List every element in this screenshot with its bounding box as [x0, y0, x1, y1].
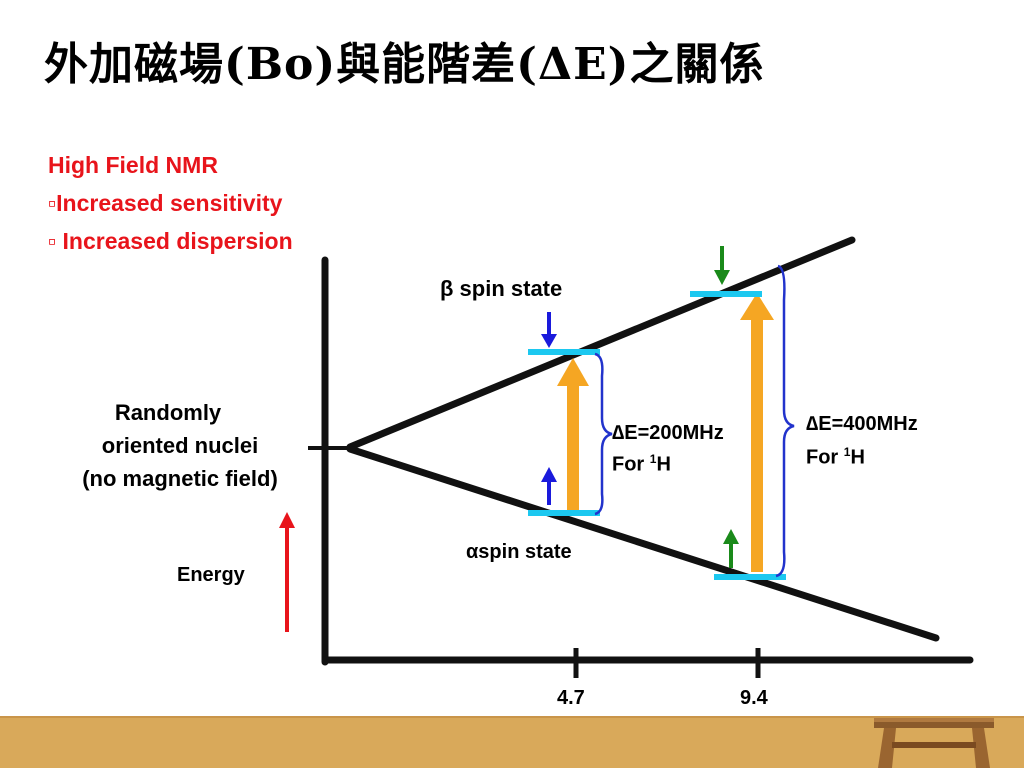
- mass-number: 1: [649, 452, 657, 466]
- alpha-spin-arrowhead-green: [723, 529, 739, 544]
- bullet-sensitivity: ▫Increased sensitivity: [48, 190, 283, 216]
- delta-e-200-arrowhead: [557, 358, 589, 386]
- tick-label-9.4: 9.4: [740, 687, 768, 709]
- nucleus-symbol: H: [850, 446, 865, 469]
- energy-arrowhead: [279, 512, 295, 528]
- random-label-line2: oriented nuclei: [101, 433, 259, 458]
- beta-spin-arrowhead-blue: [541, 334, 557, 348]
- wooden-bench-icon: [874, 718, 994, 768]
- bullet-heading: High Field NMR: [48, 152, 218, 178]
- beta-line: [346, 236, 856, 451]
- delta-e-400-label: ∆E=400MHz For 1H: [806, 410, 918, 472]
- delta-e-400-value: ∆E=400MHz: [806, 413, 918, 435]
- tick-label-4.7: 4.7: [557, 687, 585, 709]
- energy-label: Energy: [177, 564, 245, 586]
- delta-e-400-nucleus: For 1H: [806, 438, 918, 472]
- bullet-list: High Field NMR ▫Increased sensitivity ▫ …: [48, 146, 293, 260]
- alpha-line: [346, 445, 940, 642]
- brace-200: [594, 352, 613, 516]
- delta-e-200-nucleus: For 1H: [612, 446, 724, 478]
- random-label-line1: Randomly: [114, 400, 222, 425]
- mass-number: 1: [843, 445, 851, 459]
- beta-spin-label: β spin state: [440, 276, 563, 301]
- delta-e-400-arrowhead: [740, 293, 774, 320]
- random-label-line3: (no magnetic field): [82, 466, 278, 491]
- beta-spin-arrowhead-green: [714, 270, 730, 285]
- alpha-spin-arrowhead-blue: [541, 467, 557, 482]
- nucleus-symbol: H: [656, 453, 671, 476]
- for-text: For: [612, 453, 650, 476]
- delta-e-200-value: ∆E=200MHz: [612, 422, 724, 444]
- brace-400: [775, 264, 795, 578]
- floor-decoration: [0, 718, 1024, 768]
- random-label: Randomly oriented nuclei (no magnetic fi…: [50, 396, 310, 495]
- bullet-dispersion: ▫ Increased dispersion: [48, 228, 293, 254]
- alpha-spin-label: αspin state: [466, 541, 572, 563]
- slide-title: 外加磁場(Bo)與能階差(ΔE)之關係: [44, 39, 765, 90]
- delta-e-200-label: ∆E=200MHz For 1H: [612, 420, 724, 478]
- for-text: For: [806, 446, 844, 469]
